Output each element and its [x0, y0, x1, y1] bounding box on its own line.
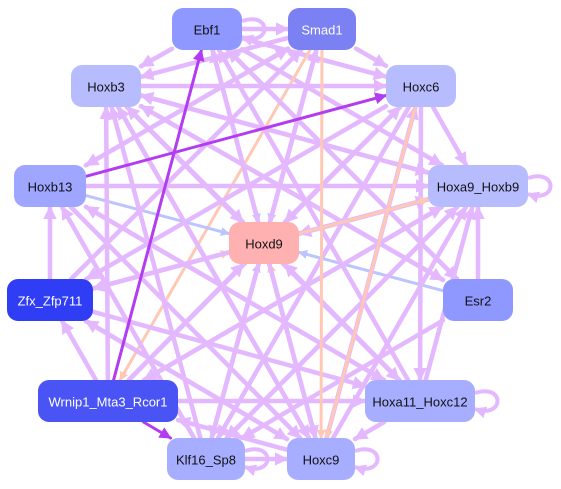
node-box	[287, 438, 355, 480]
node-label: Hoxc9	[303, 453, 340, 468]
node-ebf1[interactable]: Ebf1	[172, 8, 242, 50]
edge-Ebf1-to-Hoxb3	[138, 46, 175, 69]
node-box	[443, 279, 513, 321]
node-box	[71, 65, 141, 107]
node-box	[386, 65, 456, 107]
self-loop-Klf16_Sp8	[243, 447, 270, 477]
node-label: Zfx_Zfp711	[18, 294, 83, 309]
node-box	[365, 380, 475, 422]
node-box	[167, 438, 245, 480]
edge-Wrnip1_Mta3_Rcor1-to-Zfx_Zfp711	[59, 318, 99, 383]
node-hoxb3[interactable]: Hoxb3	[71, 65, 141, 107]
edge-Wrnip1_Mta3_Rcor1-to-Klf16_Sp8	[141, 420, 173, 440]
node-label: Hoxa11_Hoxc12	[372, 395, 467, 410]
edge-Hoxc6-to-Zfx_Zfp711	[84, 103, 389, 282]
node-zfx-zfp711[interactable]: Zfx_Zfp711	[7, 279, 93, 321]
node-hoxa11-hoxc12[interactable]: Hoxa11_Hoxc12	[365, 380, 475, 422]
node-label: Hoxc6	[403, 80, 440, 95]
node-label: Ebf1	[194, 23, 221, 38]
edge-Wrnip1_Mta3_Rcor1-to-Ebf1	[112, 48, 205, 382]
edge-Wrnip1_Mta3_Rcor1-to-Hoxb3	[99, 104, 113, 383]
node-hoxc6[interactable]: Hoxc6	[386, 65, 456, 107]
node-label: Hoxa9_Hoxb9	[437, 180, 519, 195]
node-box	[7, 279, 93, 321]
edge-Smad1-to-Hoxc6	[353, 46, 389, 69]
edge-Hoxd9-to-Hoxa9_Hoxb9	[297, 197, 430, 236]
node-box	[14, 165, 86, 207]
edge-Hoxa11_Hoxc12-to-Hoxc9	[352, 419, 387, 442]
edge-Hoxa11_Hoxc12-to-Ebf1	[216, 47, 411, 383]
node-hoxc9[interactable]: Hoxc9	[287, 438, 355, 480]
edge-Hoxa9_Hoxb9-to-Hoxb3	[138, 92, 431, 175]
node-box	[428, 165, 528, 207]
self-loop-Ebf1	[240, 17, 267, 47]
edge-Smad1-to-Wrnip1_Mta3_Rcor1	[118, 48, 312, 382]
node-wrnip1-mta3-rcor1[interactable]: Wrnip1_Mta3_Rcor1	[38, 380, 178, 422]
node-label: Hoxd9	[245, 237, 283, 252]
node-hoxa9-hoxb9[interactable]: Hoxa9_Hoxb9	[428, 165, 528, 207]
node-box	[229, 222, 299, 264]
node-box	[288, 8, 356, 50]
self-loop-Hoxa9_Hoxb9	[526, 174, 553, 204]
node-klf16-sp8[interactable]: Klf16_Sp8	[167, 438, 245, 480]
node-label: Hoxb3	[87, 80, 125, 95]
edge-Esr2-to-Hoxb3	[138, 103, 446, 283]
edge-Hoxc9-to-Hoxb3	[115, 104, 312, 441]
edge-Hoxc6-to-Klf16_Sp8	[215, 104, 412, 441]
edge-Zfx_Zfp711-to-Hoxa11_Hoxc12	[90, 309, 368, 390]
edge-Wrnip1_Mta3_Rcor1-to-Hoxa9_Hoxb9	[141, 204, 445, 383]
edge-Hoxc9-to-Zfx_Zfp711	[83, 318, 290, 442]
node-smad1[interactable]: Smad1	[288, 8, 356, 50]
edge-Klf16_Sp8-to-Hoxa9_Hoxb9	[224, 204, 460, 441]
node-box	[38, 380, 178, 422]
edge-Smad1-to-Hoxc9	[316, 48, 326, 440]
node-hoxd9[interactable]: Hoxd9	[229, 222, 299, 264]
node-label: Esr2	[465, 294, 492, 309]
edge-Hoxc6-to-Hoxc9	[324, 105, 417, 440]
edge-Hoxa11_Hoxc12-to-Hoxb13	[83, 204, 387, 383]
edge-Hoxc9-to-Wrnip1_Mta3_Rcor1	[175, 416, 290, 452]
node-label: Smad1	[301, 23, 342, 38]
edge-Hoxc9-to-Hoxa9_Hoxb9	[330, 204, 469, 441]
node-label: Hoxb13	[28, 180, 73, 195]
node-label: Wrnip1_Mta3_Rcor1	[49, 395, 168, 410]
self-loop-Hoxc9	[353, 447, 380, 477]
self-loop-Hoxa11_Hoxc12	[473, 389, 500, 419]
node-label: Klf16_Sp8	[176, 453, 236, 468]
edge-Hoxc6-to-Hoxa9_Hoxb9	[430, 104, 469, 168]
node-esr2[interactable]: Esr2	[443, 279, 513, 321]
node-hoxb13[interactable]: Hoxb13	[14, 165, 86, 207]
node-box	[172, 8, 242, 50]
edge-Klf16_Sp8-to-Hoxb3	[108, 104, 203, 441]
edge-Hoxb13-to-Hoxc6	[84, 92, 388, 178]
